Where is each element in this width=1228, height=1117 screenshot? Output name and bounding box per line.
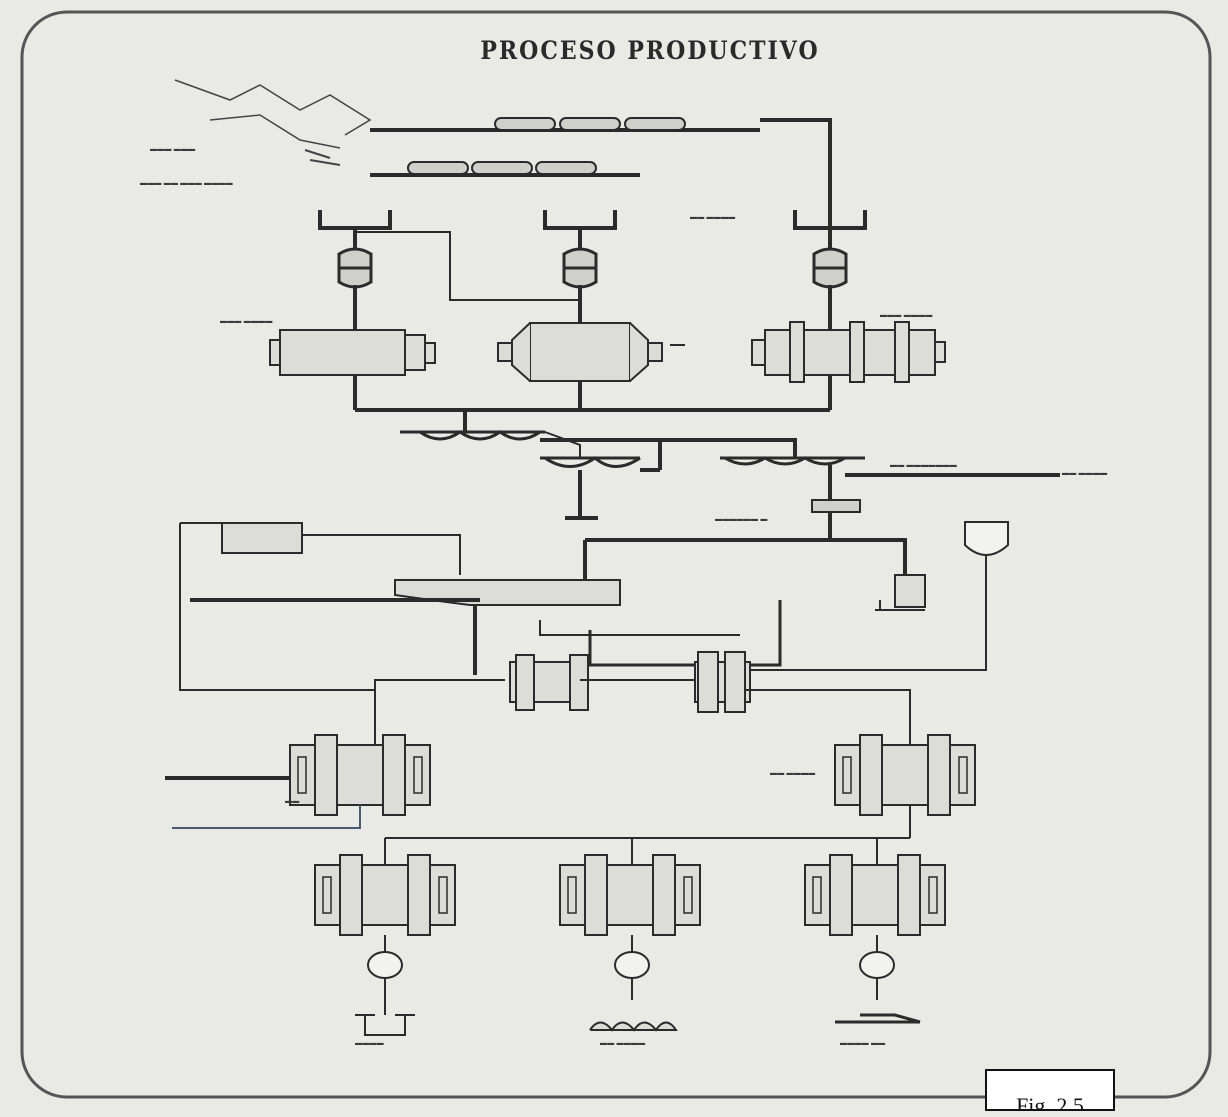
label-marks: ▬▬ xyxy=(285,798,299,806)
crusher-center xyxy=(564,249,596,287)
flotation-cells-b xyxy=(540,458,640,467)
converter-left xyxy=(290,735,430,815)
label-marks: ▬▬▬▬▬▬ ▬ xyxy=(715,516,768,524)
filter xyxy=(812,500,860,512)
bin-right xyxy=(895,575,925,607)
label-marks: ▬▬ ▬▬▬▬ xyxy=(1062,470,1107,478)
wheel-center xyxy=(615,952,649,978)
label-marks: ▬▬▬ ▬▬▬▬ xyxy=(880,312,933,320)
dust-treatment xyxy=(222,523,302,553)
crusher-right xyxy=(814,249,846,287)
truck-train-lower xyxy=(408,162,596,174)
crusher-left xyxy=(339,249,371,287)
figure-label: Fig. 2.5 xyxy=(987,1093,1113,1111)
hopper-center xyxy=(545,210,615,228)
label-marks: ▬▬▬ ▬▬▬▬ xyxy=(220,318,273,326)
refining-furnace xyxy=(835,735,975,815)
flotation-cells-a xyxy=(400,432,545,439)
bypass-line xyxy=(355,232,580,300)
hopper-left xyxy=(320,210,390,228)
converter-center-right xyxy=(695,652,750,712)
converter-center-left xyxy=(510,655,588,710)
dryer-right xyxy=(752,322,945,382)
anode-furnace-center xyxy=(560,855,700,935)
label-marks: ▬▬▬▬ ▬▬ xyxy=(840,1040,885,1048)
dryer-left xyxy=(270,330,435,375)
drum-center xyxy=(498,323,685,381)
product-ingots xyxy=(590,1023,676,1031)
truck-train-upper xyxy=(495,118,685,130)
label-marks: ▬▬▬▬ xyxy=(355,1040,384,1048)
anode-furnace-left xyxy=(315,855,455,935)
stack-icon xyxy=(965,522,1008,555)
figure-caption-box: Fig. 2.5 xyxy=(985,1069,1115,1111)
line-to-right-cells xyxy=(540,440,795,458)
anode-furnace-right xyxy=(805,855,945,935)
product-cakes xyxy=(835,1015,920,1022)
label-marks: ▬▬▬ ▬▬▬ xyxy=(150,146,195,154)
label-marks: ▬▬ ▬▬▬▬ xyxy=(600,1040,645,1048)
wheel-left xyxy=(368,952,402,978)
wheel-right xyxy=(860,952,894,978)
mountain-sketch xyxy=(175,80,370,148)
flotation-cells-c xyxy=(720,458,865,464)
label-marks: ▬▬ ▬▬▬▬ xyxy=(690,214,735,222)
label-marks: ▬▬ ▬▬▬▬▬▬▬ xyxy=(890,462,957,470)
diagram-title: PROCESO PRODUCTIVO xyxy=(420,36,880,66)
label-marks: ▬▬ ▬▬▬▬ xyxy=(770,770,815,778)
feed-to-smelter xyxy=(585,540,905,575)
product-anodes xyxy=(355,1000,415,1035)
label-marks: ▬▬▬ ▬▬ ▬▬▬ ▬▬▬▬ xyxy=(140,180,233,188)
